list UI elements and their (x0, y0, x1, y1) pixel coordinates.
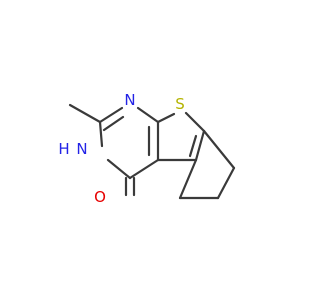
bond-s-c7a (184, 111, 206, 133)
bond-c5-c4b (178, 158, 198, 200)
bond-c7a-c7 (202, 129, 236, 170)
atom-n1-label: N (124, 91, 135, 109)
molecule-structure: N S N H O (58, 91, 236, 206)
atom-n3-hydrogen-label: H (58, 140, 69, 158)
atom-s-label: S (175, 95, 185, 113)
bonds (68, 103, 236, 200)
bond-n3-c2 (98, 120, 104, 148)
atom-o-label: O (94, 188, 106, 206)
bond-c8a-s (156, 112, 176, 124)
bond-c4a-c4 (128, 158, 160, 180)
bond-c7-c6 (216, 166, 236, 200)
bond-methyl-c2 (68, 103, 102, 124)
bond-c4-n3 (106, 158, 132, 180)
bond-c2-n1-double (102, 115, 125, 132)
bond-c7a-c4b (194, 129, 206, 162)
bond-c2-n1 (98, 106, 124, 124)
atom-n3-label: N (76, 140, 87, 158)
bond-c7a-c4b-double (188, 134, 198, 158)
bond-n1-c8a (136, 106, 160, 124)
atom-labels: N S N H O (58, 91, 184, 206)
